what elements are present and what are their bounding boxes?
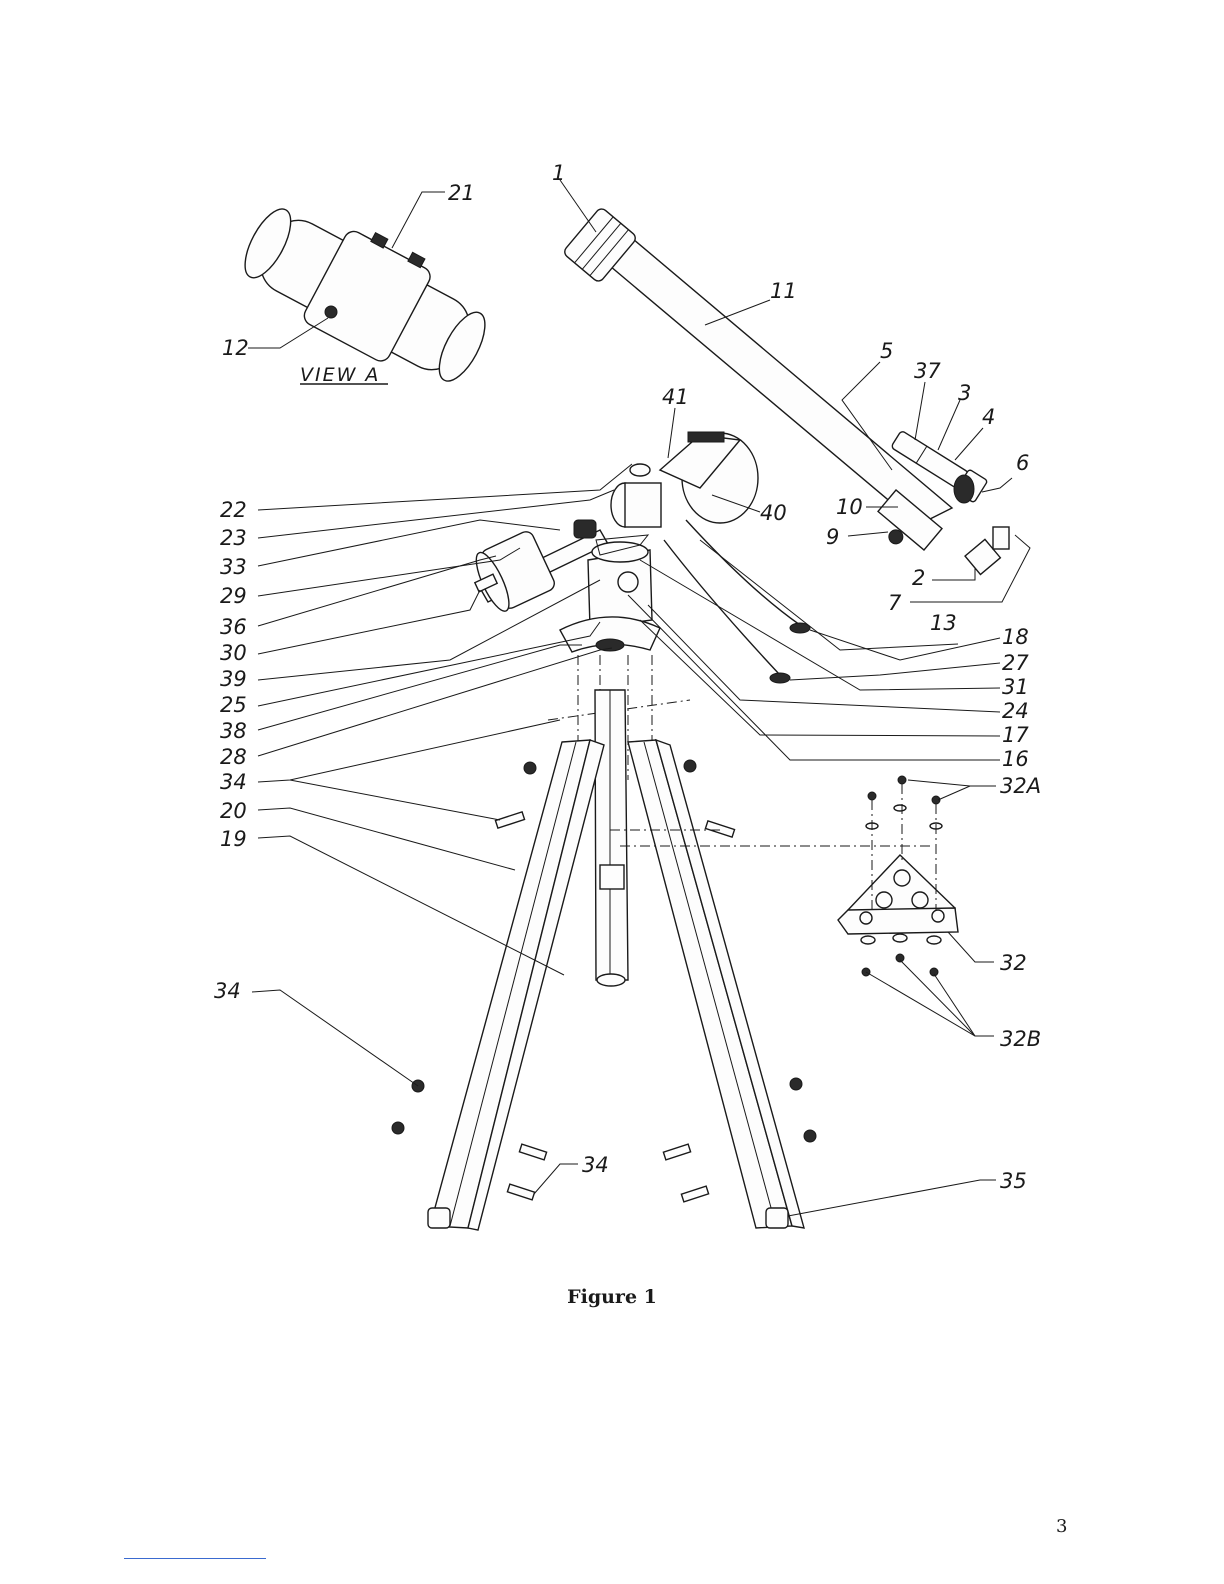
callout-7: 7 [888,591,902,615]
callout-29: 29 [220,584,247,608]
callout-12: 12 [222,336,249,360]
callout-27: 27 [1002,651,1029,675]
callout-34-bottom: 34 [582,1153,609,1177]
callout-3: 3 [958,381,971,405]
page-number: 3 [1056,1516,1067,1537]
callout-1: 1 [552,161,565,185]
callout-22: 22 [220,498,247,522]
callout-24: 24 [1002,699,1029,723]
callout-16: 16 [1002,747,1029,771]
callout-40: 40 [760,501,787,525]
accessory-tray [838,776,996,1036]
callout-30: 30 [220,641,247,665]
callout-33: 33 [220,555,247,579]
callout-4: 4 [982,405,995,429]
callout-11: 11 [770,279,797,303]
figure-caption: Figure 1 [0,1286,1224,1308]
callout-37: 37 [914,359,941,383]
callout-25: 25 [220,693,247,717]
callout-17: 17 [1002,723,1029,747]
callout-34-upper: 34 [220,770,247,794]
callout-18: 18 [1002,625,1029,649]
bottom-rule [124,1558,266,1559]
tripod [252,655,996,1230]
callout-13: 13 [930,611,957,635]
callout-32: 32 [1000,951,1027,975]
view-a-label: VIEW A [300,364,380,386]
callout-23: 23 [220,526,247,550]
callout-5: 5 [880,339,893,363]
callout-20: 20 [220,799,247,823]
callout-9: 9 [826,525,839,549]
knob-icon [325,306,337,318]
callout-32b: 32B [1000,1027,1041,1051]
callout-2: 2 [912,566,925,590]
callout-6: 6 [1016,451,1029,475]
callout-35: 35 [1000,1169,1027,1193]
callout-31: 31 [1002,675,1029,699]
callout-10: 10 [836,495,863,519]
callout-32a: 32A [1000,774,1041,798]
callout-38: 38 [220,719,247,743]
callout-36: 36 [220,615,247,639]
callout-41: 41 [662,385,689,409]
callout-39: 39 [220,667,247,691]
callout-21: 21 [448,181,475,205]
callout-19: 19 [220,827,247,851]
callout-28: 28 [220,745,247,769]
callout-34-left: 34 [214,979,241,1003]
